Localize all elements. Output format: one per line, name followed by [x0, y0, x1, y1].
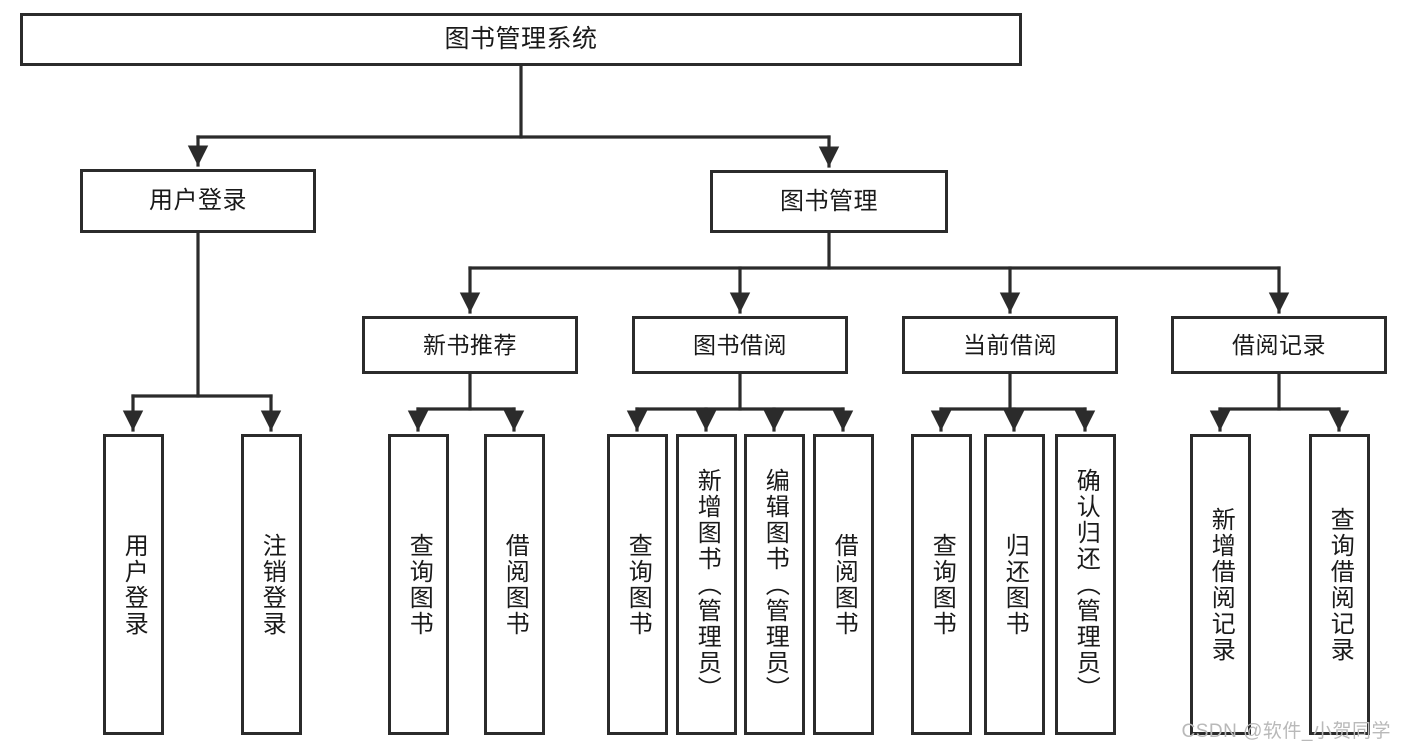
node-new-book-recommend-label: 新书推荐 [423, 331, 517, 358]
node-leaf-borrow-book-2[interactable]: 借阅图书 [813, 434, 874, 735]
node-leaf-query-book-1-label: 查询图书 [405, 532, 433, 637]
node-user-login-label: 用户登录 [149, 187, 247, 215]
node-leaf-borrow-book-2-label: 借阅图书 [830, 532, 858, 637]
node-leaf-query-book-1[interactable]: 查询图书 [388, 434, 449, 735]
node-leaf-borrow-book-1-label: 借阅图书 [501, 532, 529, 637]
node-borrow-record[interactable]: 借阅记录 [1171, 316, 1387, 374]
node-current-borrow[interactable]: 当前借阅 [902, 316, 1118, 374]
node-current-borrow-label: 当前借阅 [963, 331, 1057, 358]
node-leaf-return-book-label: 归还图书 [1001, 532, 1029, 637]
node-book-borrow-label: 图书借阅 [693, 331, 787, 358]
node-leaf-return-book[interactable]: 归还图书 [984, 434, 1045, 735]
node-leaf-query-book-3-label: 查询图书 [928, 532, 956, 637]
node-leaf-query-record[interactable]: 查询借阅记录 [1309, 434, 1370, 735]
node-user-login[interactable]: 用户登录 [80, 169, 316, 233]
node-root-system[interactable]: 图书管理系统 [20, 13, 1022, 66]
node-leaf-edit-book[interactable]: 编辑图书（管理员） [744, 434, 805, 735]
node-leaf-add-record-label: 新增借阅记录 [1207, 506, 1235, 663]
node-leaf-user-logout-label: 注销登录 [258, 532, 286, 637]
node-leaf-add-book[interactable]: 新增图书（管理员） [676, 434, 737, 735]
node-leaf-query-book-2-label: 查询图书 [624, 532, 652, 637]
node-leaf-user-logout[interactable]: 注销登录 [241, 434, 302, 735]
node-leaf-add-book-label: 新增图书（管理员） [693, 467, 721, 702]
node-leaf-query-book-2[interactable]: 查询图书 [607, 434, 668, 735]
node-leaf-add-record[interactable]: 新增借阅记录 [1190, 434, 1251, 735]
node-root-system-label: 图书管理系统 [444, 25, 598, 54]
node-leaf-user-login-label: 用户登录 [120, 532, 148, 637]
node-borrow-record-label: 借阅记录 [1232, 331, 1326, 358]
node-leaf-borrow-book-1[interactable]: 借阅图书 [484, 434, 545, 735]
node-book-manage[interactable]: 图书管理 [710, 170, 948, 233]
node-leaf-query-record-label: 查询借阅记录 [1326, 506, 1354, 663]
csdn-watermark: CSDN @软件_小贺同学 [1181, 721, 1391, 742]
node-book-manage-label: 图书管理 [780, 187, 878, 215]
node-leaf-edit-book-label: 编辑图书（管理员） [761, 467, 789, 702]
node-book-borrow[interactable]: 图书借阅 [632, 316, 848, 374]
node-leaf-user-login[interactable]: 用户登录 [103, 434, 164, 735]
node-leaf-query-book-3[interactable]: 查询图书 [911, 434, 972, 735]
node-new-book-recommend[interactable]: 新书推荐 [362, 316, 578, 374]
node-leaf-confirm-return[interactable]: 确认归还（管理员） [1055, 434, 1116, 735]
node-leaf-confirm-return-label: 确认归还（管理员） [1072, 467, 1100, 702]
